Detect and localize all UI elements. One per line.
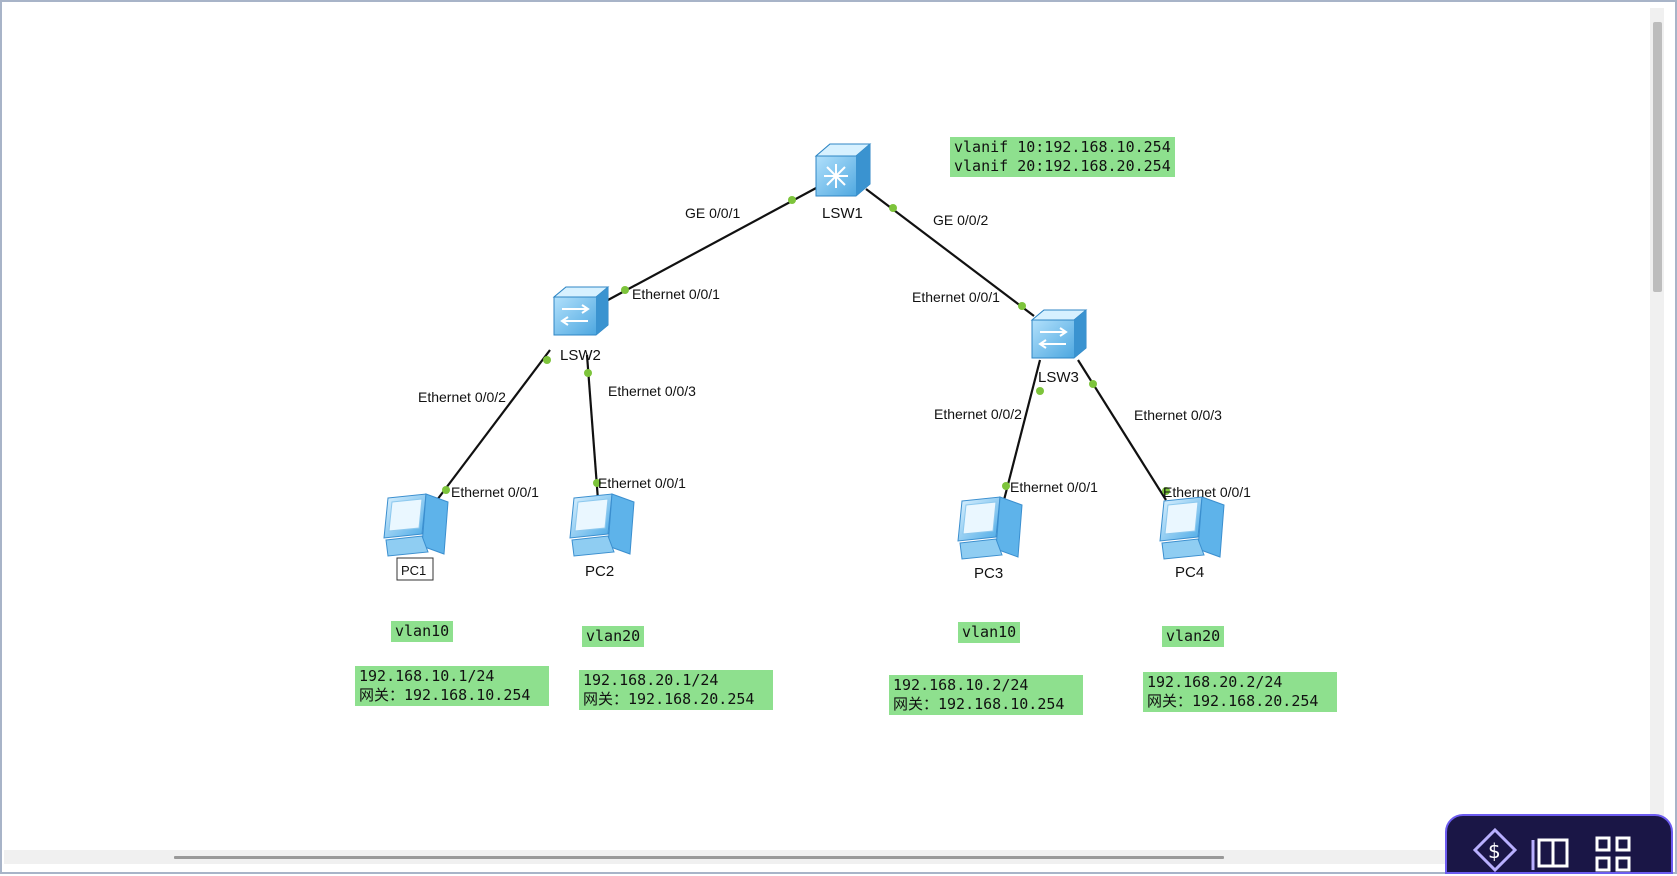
pc2-gateway-text: 网关：192.168.20.254 [583, 690, 755, 708]
lsw2-switch-icon[interactable] [552, 286, 610, 336]
link-lsw3-pc3[interactable] [1002, 359, 1042, 501]
lsw3-switch-icon[interactable] [1030, 309, 1088, 359]
pc3-computer-icon[interactable] [957, 496, 1023, 560]
port-label-pc3-eth001: Ethernet 0/0/1 [1010, 479, 1098, 495]
port-label-lsw2-eth002: Ethernet 0/0/2 [418, 389, 506, 405]
port-label-lsw3-eth003: Ethernet 0/0/3 [1134, 407, 1222, 423]
port-dot [788, 196, 796, 204]
port-label-lsw1-ge002: GE 0/0/2 [933, 212, 988, 228]
floating-toolbar-icons: $ [1472, 827, 1631, 873]
port-dot [543, 356, 551, 364]
pc2-vlan-note[interactable]: vlan20 [582, 626, 645, 647]
book-icon[interactable] [1531, 838, 1569, 870]
port-dot [593, 479, 601, 487]
port-dot [621, 286, 629, 294]
port-dot [1089, 380, 1097, 388]
pc4-label: PC4 [1175, 564, 1204, 581]
port-label-pc4-eth001: Ethernet 0/0/1 [1163, 484, 1251, 500]
port-label-lsw3-eth002: Ethernet 0/0/2 [934, 406, 1022, 422]
port-dot [1002, 482, 1010, 490]
port-label-pc1-eth001: Ethernet 0/0/1 [451, 484, 539, 500]
pc4-gateway-text: 网关：192.168.20.254 [1147, 692, 1319, 710]
dollar-icon[interactable]: $ [1472, 827, 1518, 873]
vertical-scrollbar-thumb[interactable] [1653, 22, 1662, 292]
port-label-lsw2-eth003: Ethernet 0/0/3 [608, 383, 696, 399]
pc1-computer-icon[interactable] [383, 493, 449, 557]
port-label-lsw1-ge001: GE 0/0/1 [685, 205, 740, 221]
qr-code-icon[interactable] [1595, 836, 1631, 872]
link-lsw1-lsw2[interactable] [607, 186, 819, 301]
pc1-vlan-note[interactable]: vlan10 [391, 621, 454, 642]
pc1-label-box [396, 557, 434, 581]
link-lsw2-pc1[interactable] [436, 349, 551, 501]
horizontal-scrollbar-thumb[interactable] [174, 856, 1224, 859]
svg-text:$: $ [1488, 839, 1501, 863]
port-dot [1018, 302, 1026, 310]
pc3-gateway-text: 网关：192.168.10.254 [893, 695, 1065, 713]
pc2-label: PC2 [585, 563, 614, 580]
vlanif-note-line1: vlanif 10:192.168.10.254 [954, 138, 1171, 156]
lsw1-switch-icon[interactable] [814, 143, 872, 197]
pc2-computer-icon[interactable] [569, 493, 635, 557]
port-dot [584, 369, 592, 377]
port-label-lsw3-eth001: Ethernet 0/0/1 [912, 289, 1000, 305]
port-label-lsw2-eth001: Ethernet 0/0/1 [632, 286, 720, 302]
pc3-label: PC3 [974, 565, 1003, 582]
port-dot [1036, 387, 1044, 395]
lsw2-label: LSW2 [560, 347, 601, 364]
port-dot [889, 204, 897, 212]
pc1-gateway-text: 网关：192.168.10.254 [359, 686, 531, 704]
lsw3-label: LSW3 [1038, 369, 1079, 386]
pc1-label: PC1 [401, 563, 426, 578]
pc3-vlan-note[interactable]: vlan10 [958, 622, 1021, 643]
port-dot [1162, 487, 1170, 495]
pc3-ip-text: 192.168.10.2/24 [893, 676, 1029, 694]
pc4-computer-icon[interactable] [1159, 496, 1225, 560]
pc4-ip-text: 192.168.20.2/24 [1147, 673, 1283, 691]
port-dot [442, 486, 450, 494]
port-dots [442, 196, 1170, 495]
link-lsw2-pc2[interactable] [585, 354, 600, 501]
pc1-ip-text: 192.168.10.1/24 [359, 667, 495, 685]
lsw1-label: LSW1 [822, 205, 863, 222]
pc4-vlan-note[interactable]: vlan20 [1162, 626, 1225, 647]
vlanif-note-line2: vlanif 20:192.168.20.254 [954, 157, 1171, 175]
floating-toolbar-widget[interactable]: $ [1445, 814, 1673, 874]
pc2-ip-text: 192.168.20.1/24 [583, 671, 719, 689]
port-label-pc2-eth001: Ethernet 0/0/1 [598, 475, 686, 491]
